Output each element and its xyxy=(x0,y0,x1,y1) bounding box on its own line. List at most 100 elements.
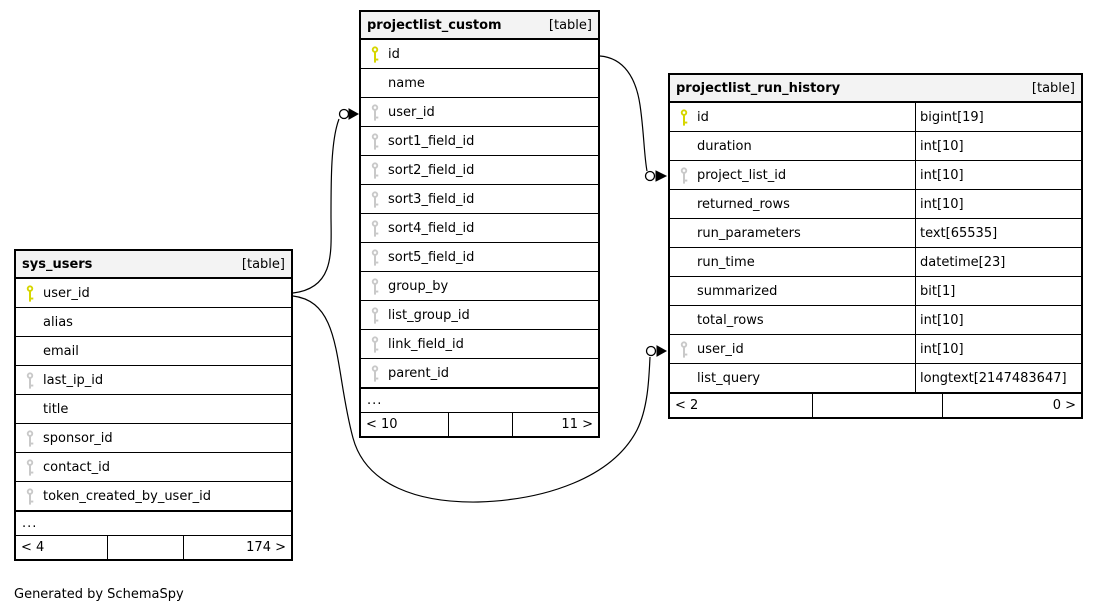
column-name: run_time xyxy=(697,254,755,270)
key-spacer xyxy=(16,395,43,423)
key-spacer xyxy=(670,190,697,218)
column-row-id: id xyxy=(361,40,598,69)
column-row-group_by: group_by xyxy=(361,272,598,301)
related-count-right: 0 > xyxy=(1052,398,1076,413)
key-spacer xyxy=(670,306,697,334)
foreign-key-icon xyxy=(16,453,43,481)
column-name: returned_rows xyxy=(697,196,790,212)
column-name: run_parameters xyxy=(697,225,801,241)
column-row-user_id: user_id xyxy=(361,98,598,127)
column-type: int[10] xyxy=(915,306,1081,334)
column-name: parent_id xyxy=(388,365,449,381)
column-name: summarized xyxy=(697,283,778,299)
key-spacer xyxy=(670,277,697,305)
column-name: total_rows xyxy=(697,312,764,328)
column-row-sort5_field_id: sort5_field_id xyxy=(361,243,598,272)
related-count-left: < 4 xyxy=(16,536,108,559)
foreign-key-icon xyxy=(361,330,388,358)
foreign-key-icon xyxy=(361,301,388,329)
table-name: sys_users xyxy=(22,256,93,272)
primary-key-icon xyxy=(361,40,388,68)
foreign-key-icon xyxy=(16,366,43,394)
foreign-key-icon xyxy=(361,185,388,213)
primary-key-icon xyxy=(16,279,43,307)
foreign-key-icon xyxy=(670,161,697,189)
table-header[interactable]: projectlist_custom[table] xyxy=(361,12,598,40)
column-row-token_created_by_user_id: token_created_by_user_id xyxy=(16,482,291,511)
table-footer: < 10 11 > xyxy=(361,412,598,436)
foreign-key-icon xyxy=(361,214,388,242)
footer-middle-cell xyxy=(813,394,943,417)
foreign-key-icon xyxy=(361,156,388,184)
table-header[interactable]: sys_users [table] xyxy=(16,251,291,279)
column-name: user_id xyxy=(388,104,435,120)
table-name: projectlist_custom xyxy=(367,17,502,33)
column-name: id xyxy=(697,109,709,125)
column-row-returned_rows: returned_rows int[10] xyxy=(670,190,1081,219)
key-spacer xyxy=(16,337,43,365)
column-name: sort5_field_id xyxy=(388,249,475,265)
column-row-list_query: list_query longtext[2147483647] xyxy=(670,364,1081,393)
column-name: group_by xyxy=(388,278,449,294)
column-row-sort3_field_id: sort3_field_id xyxy=(361,185,598,214)
column-row-sort1_field_id: sort1_field_id xyxy=(361,127,598,156)
related-count-left: < 10 xyxy=(361,413,449,436)
related-count-right: 11 > xyxy=(561,417,593,432)
table-type-badge: [table] xyxy=(1031,80,1075,96)
related-count-left: < 2 xyxy=(670,394,813,417)
generator-note: Generated by SchemaSpy xyxy=(14,587,184,602)
column-name: user_id xyxy=(43,285,90,301)
column-row-user_id: user_id xyxy=(16,279,291,308)
column-type: longtext[2147483647] xyxy=(915,364,1081,392)
column-name: link_field_id xyxy=(388,336,464,352)
edge-arrowhead xyxy=(348,108,360,120)
column-name: sort1_field_id xyxy=(388,133,475,149)
column-type: int[10] xyxy=(915,190,1081,218)
column-type: int[10] xyxy=(915,132,1081,160)
key-spacer xyxy=(361,69,388,97)
column-name: contact_id xyxy=(43,459,111,475)
foreign-key-icon xyxy=(670,335,697,363)
column-row-duration: duration int[10] xyxy=(670,132,1081,161)
column-row-sponsor_id: sponsor_id xyxy=(16,424,291,453)
foreign-key-icon xyxy=(361,272,388,300)
column-row-alias: alias xyxy=(16,308,291,337)
edge-arrowhead xyxy=(655,170,668,182)
column-row-sort4_field_id: sort4_field_id xyxy=(361,214,598,243)
column-type: int[10] xyxy=(915,161,1081,189)
table-name: projectlist_run_history xyxy=(676,80,841,96)
related-count-right: 174 > xyxy=(246,540,286,555)
key-spacer xyxy=(670,364,697,392)
column-name: name xyxy=(388,75,425,91)
edge-endpoint-circle xyxy=(644,170,656,182)
column-row-email: email xyxy=(16,337,291,366)
edge-arrowhead xyxy=(656,345,668,357)
column-row-summarized: summarized bit[1] xyxy=(670,277,1081,306)
column-name: last_ip_id xyxy=(43,372,104,388)
table-type-badge: [table] xyxy=(241,256,285,272)
key-spacer xyxy=(670,219,697,247)
foreign-key-icon xyxy=(361,98,388,126)
column-name: id xyxy=(388,46,400,62)
foreign-key-icon xyxy=(361,243,388,271)
column-name: title xyxy=(43,401,69,417)
column-row-contact_id: contact_id xyxy=(16,453,291,482)
column-row-list_group_id: list_group_id xyxy=(361,301,598,330)
column-name: list_query xyxy=(697,370,761,386)
column-row-parent_id: parent_id xyxy=(361,359,598,388)
table-header[interactable]: projectlist_run_history [table] xyxy=(670,75,1081,103)
column-row-name: name xyxy=(361,69,598,98)
column-row-title: title xyxy=(16,395,291,424)
column-type: bit[1] xyxy=(915,277,1081,305)
key-spacer xyxy=(670,248,697,276)
table-footer: < 2 0 > xyxy=(670,393,1081,417)
column-name: duration xyxy=(697,138,752,154)
edge-sysusers-to-projectlistcustom xyxy=(292,118,340,294)
